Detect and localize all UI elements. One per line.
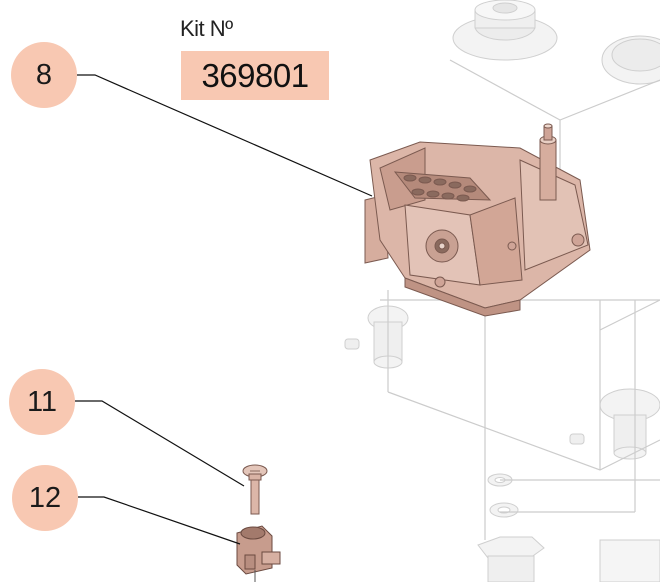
part-8-rollers bbox=[403, 174, 477, 202]
leader-line-12 bbox=[78, 496, 241, 545]
part-11-screw bbox=[242, 464, 268, 515]
kit-number: 369801 bbox=[181, 51, 329, 100]
part-8-bracket-assembly bbox=[364, 123, 591, 317]
callout-8: 8 bbox=[11, 42, 77, 108]
part-12-clip bbox=[236, 525, 281, 582]
callout-11: 11 bbox=[9, 369, 75, 435]
ghost-worm-right bbox=[569, 388, 660, 460]
ghost-hex-nut bbox=[477, 536, 545, 582]
ghost-worm-left bbox=[344, 305, 409, 369]
kit-label: Kit Nº bbox=[180, 16, 233, 41]
ghost-bracket-bottom bbox=[599, 539, 660, 582]
leader-lines bbox=[75, 74, 373, 545]
ghost-gear-top bbox=[452, 0, 558, 61]
callout-12: 12 bbox=[12, 465, 78, 531]
leader-line-8 bbox=[77, 74, 373, 197]
ghost-gear-right bbox=[601, 35, 660, 85]
leader-line-11 bbox=[75, 400, 245, 487]
